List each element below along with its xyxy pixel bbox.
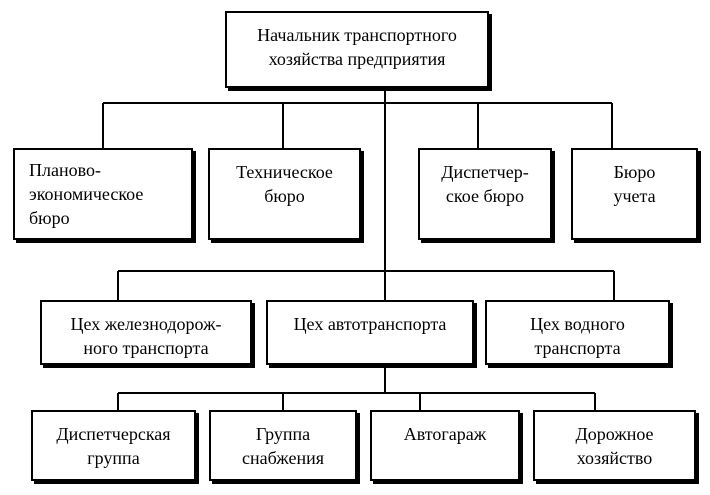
- bureau-label: Бюро учета: [613, 162, 656, 206]
- shop-label: Цех железнодорож- ного транспорта: [70, 314, 222, 358]
- group-label: Диспетчерская группа: [56, 424, 171, 468]
- shop-box-auto: Цех автотранспорта: [266, 300, 474, 365]
- group-box-garage: Автогараж: [370, 410, 520, 481]
- group-box-dispatch: Диспетчерская группа: [31, 410, 196, 481]
- bureau-box-technical: Техническое бюро: [208, 148, 361, 240]
- root-box: Начальник транспортного хозяйства предпр…: [225, 11, 489, 88]
- bureau-box-accounting: Бюро учета: [571, 148, 698, 240]
- bureau-box-planning: Планово- экономическое бюро: [13, 148, 193, 240]
- bureau-label: Диспетчер- ское бюро: [441, 162, 529, 206]
- shop-box-railway: Цех железнодорож- ного транспорта: [40, 300, 252, 365]
- bureau-label: Техническое бюро: [236, 162, 333, 206]
- group-box-roads: Дорожное хозяйство: [533, 410, 696, 481]
- bureau-label: Планово- экономическое бюро: [29, 160, 144, 228]
- shop-label: Цех водного транспорта: [530, 314, 625, 358]
- shop-box-water: Цех водного транспорта: [485, 300, 670, 365]
- bureau-box-dispatch: Диспетчер- ское бюро: [418, 148, 552, 240]
- root-label: Начальник транспортного хозяйства предпр…: [257, 25, 457, 69]
- shop-label: Цех автотранспорта: [293, 314, 447, 334]
- group-label: Дорожное хозяйство: [575, 424, 654, 468]
- group-label: Группа снабжения: [241, 424, 325, 468]
- group-box-supply: Группа снабжения: [209, 410, 357, 481]
- group-label: Автогараж: [403, 424, 487, 444]
